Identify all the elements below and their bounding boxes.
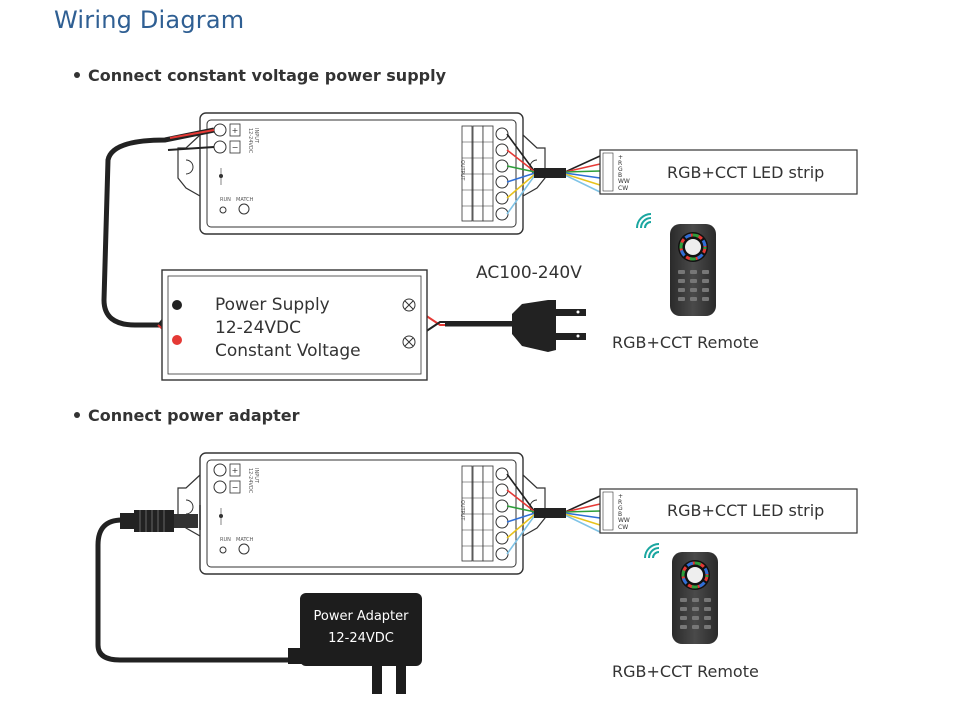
ps-line-2: 12-24VDC <box>215 318 301 338</box>
led-strip-2-label: RGB+CCT LED strip <box>667 501 824 520</box>
ps-positive-terminal <box>172 335 182 345</box>
adapter-line-1: Power Adapter <box>313 609 409 624</box>
controller-run-label: RUN <box>220 197 231 203</box>
section-heading-2: Connect power adapter <box>74 406 300 425</box>
page-title: Wiring Diagram <box>54 6 245 34</box>
dc-jack-icon <box>120 505 201 532</box>
bullet-dot-icon <box>74 411 80 418</box>
strip2-pin-r: R <box>618 499 622 506</box>
ps-line-3: Constant Voltage <box>215 341 361 361</box>
section-heading-2-text: Connect power adapter <box>88 406 300 425</box>
controller-2-run-label: RUN <box>220 537 231 543</box>
wireless-signal-icon <box>644 543 660 559</box>
power-supply-box: Power Supply 12-24VDC Constant Voltage <box>161 269 428 381</box>
ac-label: AC100-240V <box>476 263 582 283</box>
remote-2: RGB+CCT Remote <box>612 543 759 681</box>
ps-line-1: Power Supply <box>215 295 330 315</box>
bullet-dot-icon <box>74 71 80 78</box>
controller-2-labels: INPUT 12-24VDC RUN MATCH OUTPUT <box>220 468 465 543</box>
svg-text:+: + <box>232 126 239 135</box>
remote-1: RGB+CCT Remote <box>612 213 759 352</box>
controller-match-label: MATCH <box>236 197 254 203</box>
strip2-pin-plus: + <box>618 493 623 500</box>
remote-label: RGB+CCT Remote <box>612 333 759 352</box>
strip2-pin-ww: WW <box>618 517 630 524</box>
strip2-pin-cw: CW <box>618 524 628 531</box>
wireless-signal-icon <box>636 213 652 229</box>
led-strip-1: + R G B WW CW RGB+CCT LED strip <box>599 149 858 195</box>
adapter-line-2: 12-24VDC <box>328 631 394 646</box>
controller-2-output-label: OUTPUT <box>459 500 465 521</box>
strip-pin-plus: + <box>618 154 623 161</box>
controller-1-labels: INPUT 12-24VDC RUN MATCH OUTPUT <box>220 128 465 203</box>
ac-plug: AC100-240V <box>476 263 586 352</box>
controller-2-input-voltage: 12-24VDC <box>247 468 253 494</box>
ps-negative-terminal <box>172 300 182 310</box>
strip2-pin-g: G <box>618 505 623 512</box>
strip-pin-cw: CW <box>618 185 628 192</box>
controller-input-label: INPUT <box>253 128 259 144</box>
controller-output-label: OUTPUT <box>459 160 465 181</box>
wires-section-2 <box>95 473 601 663</box>
controller-unit: + − <box>177 112 546 235</box>
strip-pin-r: R <box>618 160 622 167</box>
remote-2-label: RGB+CCT Remote <box>612 662 759 681</box>
power-adapter: Power Adapter 12-24VDC <box>288 593 422 694</box>
controller-2-match-label: MATCH <box>236 537 254 543</box>
strip-pin-b: B <box>618 172 622 179</box>
controller-input-voltage: 12-24VDC <box>247 128 253 154</box>
wires-section-1 <box>101 127 601 343</box>
led-strip-label: RGB+CCT LED strip <box>667 163 824 182</box>
section-heading-1: Connect constant voltage power supply <box>74 66 446 85</box>
led-strip-2: + R G B WW CW RGB+CCT LED strip <box>599 488 858 534</box>
strip-pin-g: G <box>618 166 623 173</box>
strip-pin-ww: WW <box>618 178 630 185</box>
controller-2-input-label: INPUT <box>253 468 259 484</box>
svg-text:−: − <box>232 143 239 152</box>
strip2-pin-b: B <box>618 511 622 518</box>
section-heading-1-text: Connect constant voltage power supply <box>88 66 447 85</box>
